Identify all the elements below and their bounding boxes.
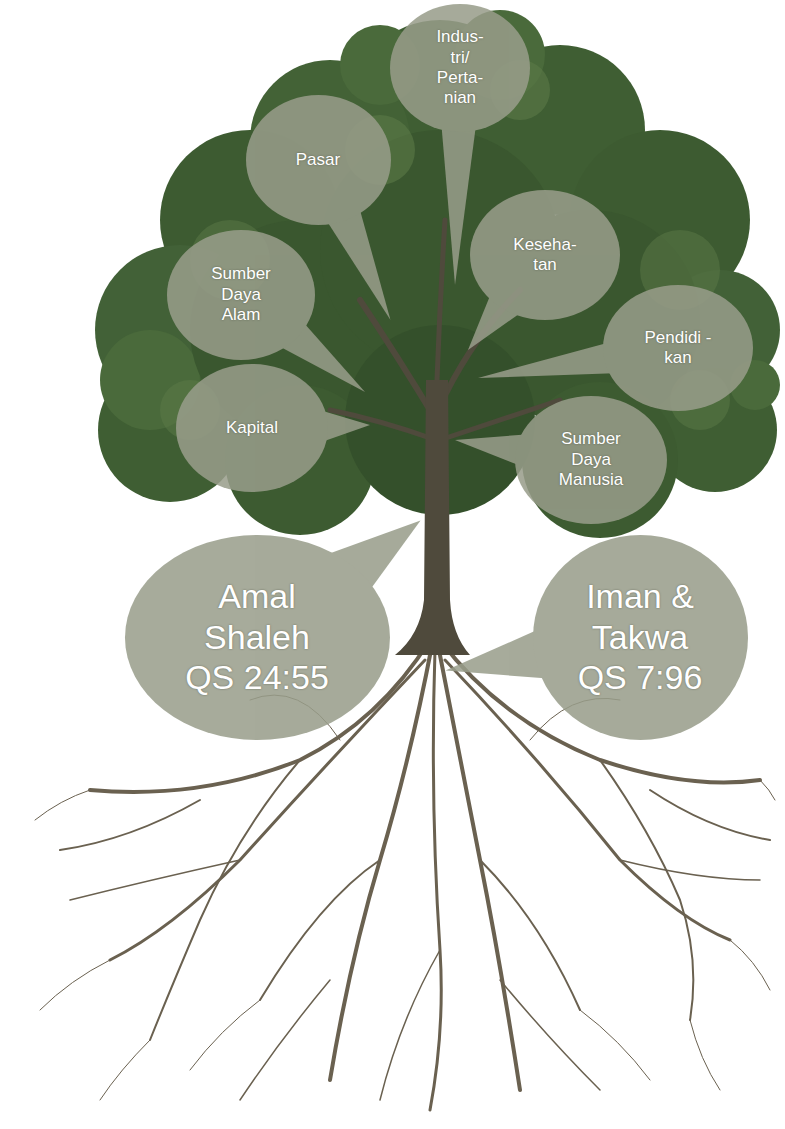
- bubble-tail: [321, 411, 370, 442]
- bubble-tail: [445, 629, 547, 678]
- bubble-text: Keseha- tan: [470, 190, 620, 320]
- speech-bubble: Keseha- tan: [470, 190, 620, 320]
- bubble-label: Pasar: [273, 150, 363, 170]
- speech-bubble: Kapital: [176, 364, 328, 492]
- bubble-ellipse: [470, 190, 620, 320]
- speech-bubble: Sumber Daya Alam: [167, 230, 315, 360]
- bubble-label: Amal Shaleh QS 24:55: [177, 576, 337, 698]
- bubble-tail: [455, 434, 525, 465]
- bubble-text: Kapital: [176, 364, 328, 492]
- bubble-shape: [176, 364, 370, 492]
- bubble-text: Sumber Daya Alam: [167, 230, 315, 360]
- bubble-ellipse: [167, 230, 315, 360]
- bubble-shape: [455, 396, 667, 524]
- speech-bubble: Indus- tri/ Perta- nian: [390, 4, 530, 132]
- bubble-label: Sumber Daya Alam: [201, 264, 281, 325]
- bubble-shape: [445, 535, 748, 740]
- bubble-ellipse: [246, 95, 391, 225]
- trunk: [395, 380, 470, 655]
- bubble-ellipse: [176, 364, 328, 492]
- speech-bubble: Pendidi -kan: [603, 285, 753, 411]
- bubble-text: Sumber Daya Manusia: [515, 396, 667, 524]
- bubble-label: Keseha- tan: [509, 235, 581, 276]
- speech-bubble: Sumber Daya Manusia: [515, 396, 667, 524]
- bubble-tail: [478, 343, 613, 378]
- bubble-shape: [478, 285, 753, 411]
- bubble-text: Amal Shaleh QS 24:55: [125, 535, 390, 740]
- bubble-label: Pendidi -kan: [642, 328, 714, 369]
- bubble-ellipse: [603, 285, 753, 411]
- bubble-shape: [468, 190, 620, 350]
- bubble-shape: [125, 520, 421, 740]
- speech-bubble: Amal Shaleh QS 24:55: [125, 535, 390, 740]
- bubble-ellipse: [515, 396, 667, 524]
- bubble-tail: [326, 209, 390, 320]
- bubble-label: Sumber Daya Manusia: [549, 429, 633, 490]
- bubble-label: Indus- tri/ Perta- nian: [428, 27, 492, 109]
- speech-bubble: Pasar: [246, 95, 391, 225]
- bubble-ellipse: [533, 535, 748, 740]
- bubble-text: Pasar: [246, 95, 391, 225]
- speech-bubble: Iman & Takwa QS 7:96: [533, 535, 748, 740]
- bubble-label: Kapital: [207, 418, 297, 438]
- bubble-ellipse: [125, 535, 390, 740]
- bubble-text: Iman & Takwa QS 7:96: [533, 535, 748, 740]
- bubble-text: Pendidi -kan: [603, 285, 753, 411]
- bubble-ellipse: [390, 4, 530, 132]
- bubble-text: Indus- tri/ Perta- nian: [390, 4, 530, 132]
- bubble-label: Iman & Takwa QS 7:96: [565, 576, 715, 698]
